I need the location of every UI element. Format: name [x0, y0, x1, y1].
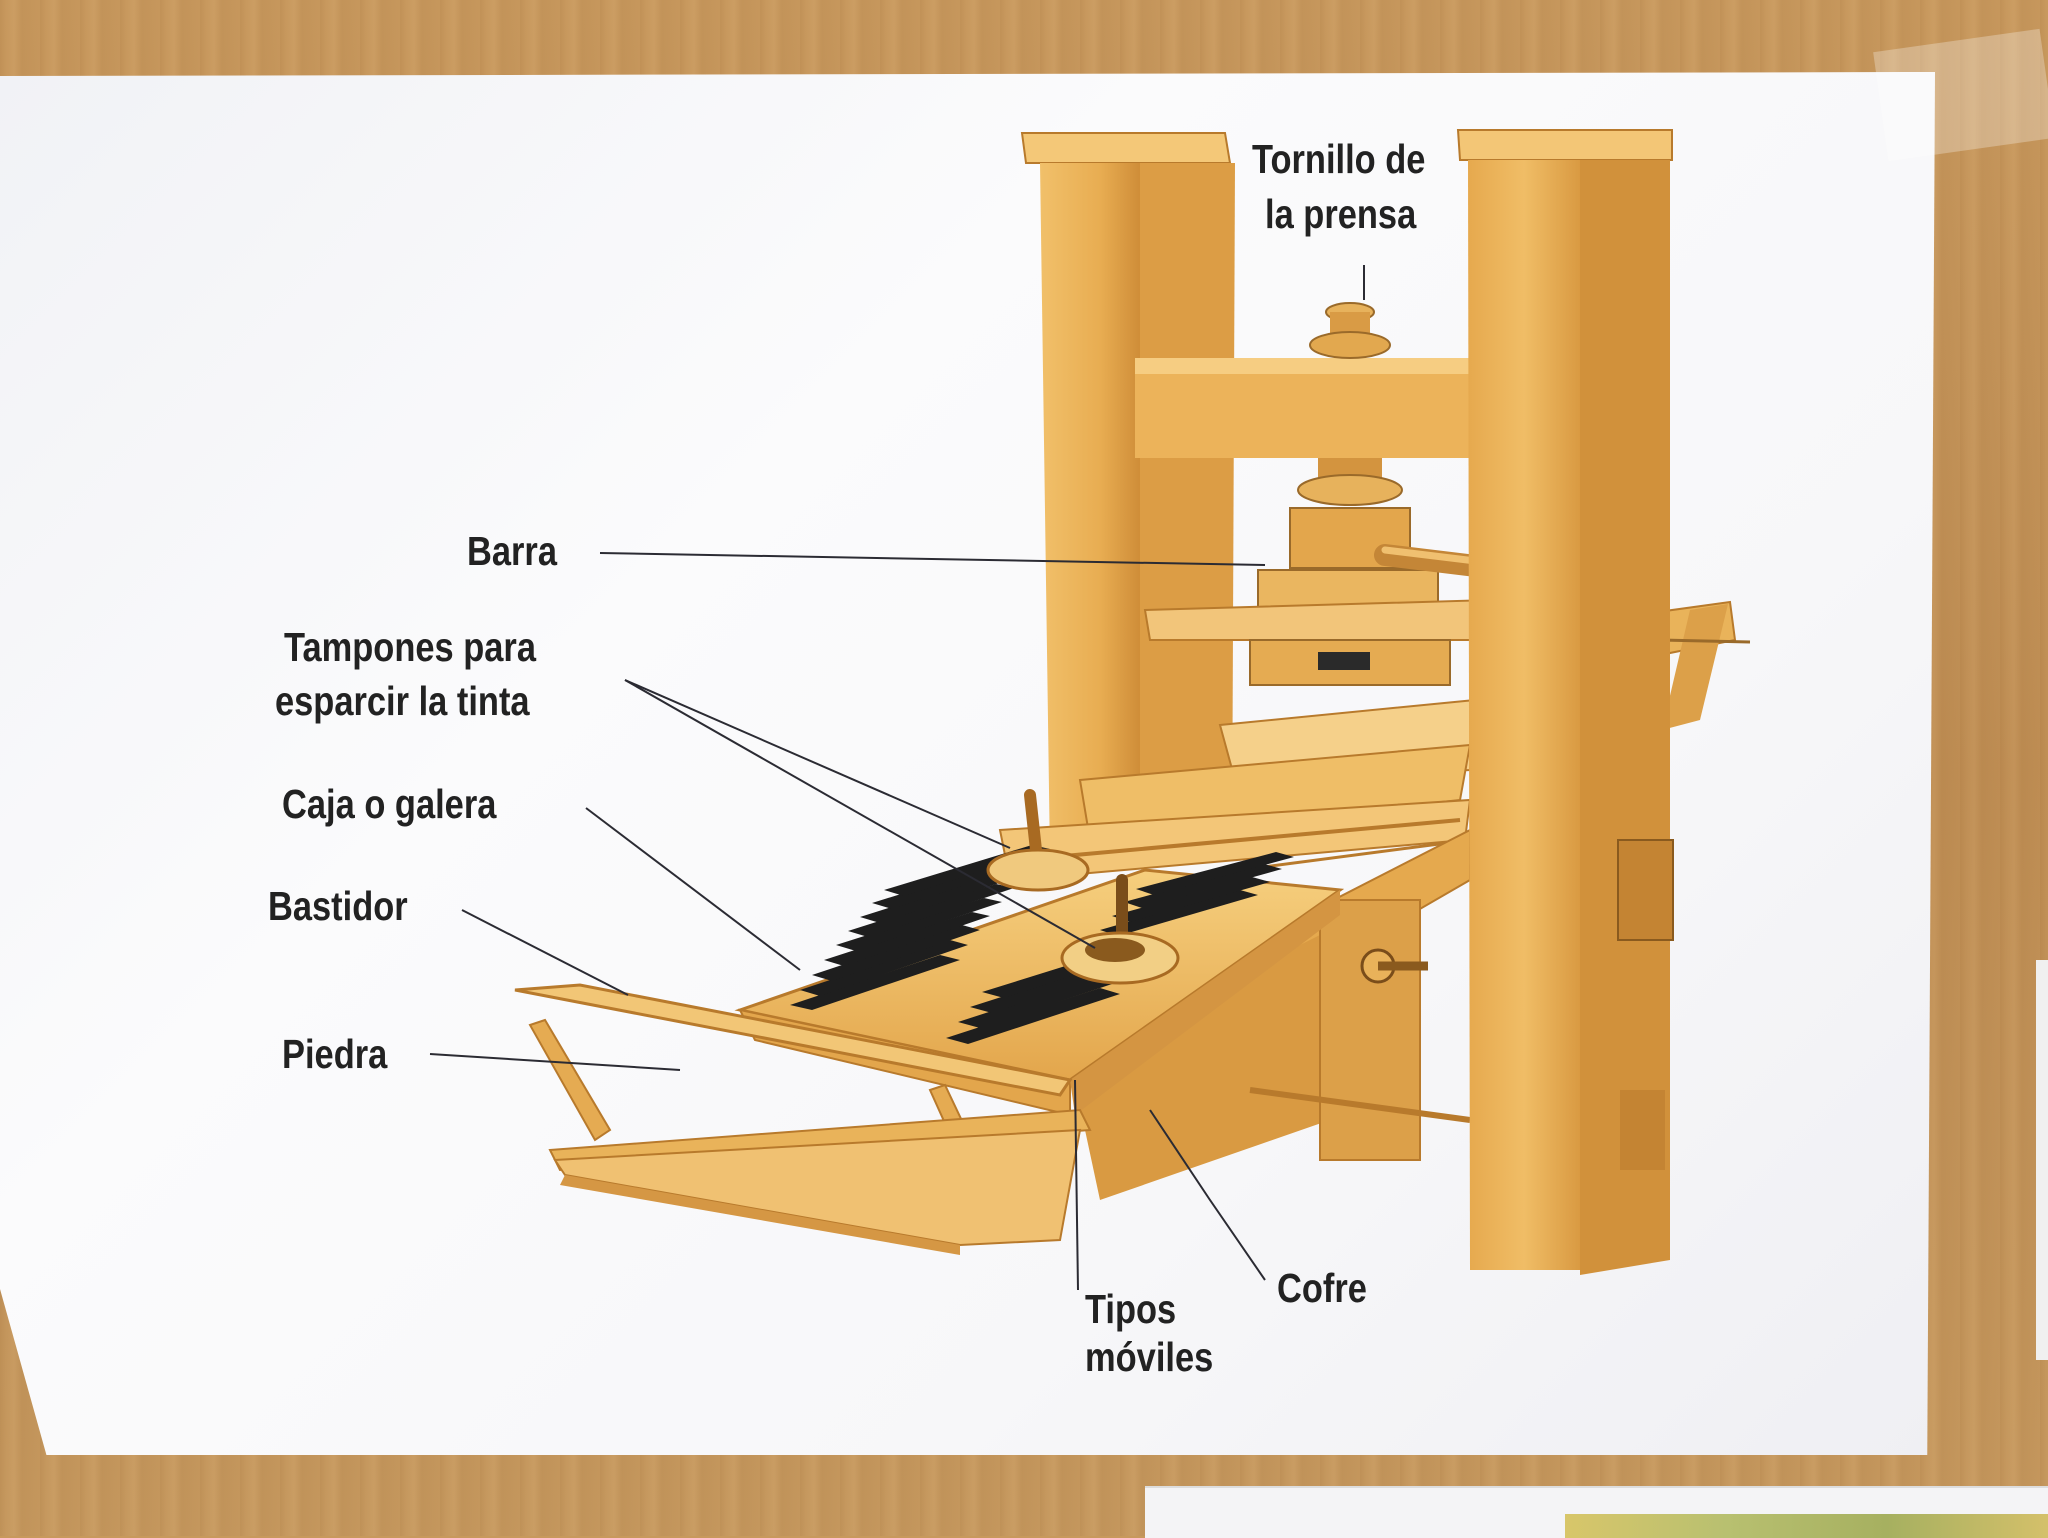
label-tampones-line1: Tampones para — [284, 624, 536, 670]
second-sheet-image-strip — [1565, 1514, 2048, 1538]
label-tornillo-line2: la prensa — [1265, 191, 1417, 237]
label-tipos-line1: Tipos — [1085, 1286, 1177, 1332]
label-piedra: Piedra — [282, 1031, 388, 1077]
second-sheet-edge — [1145, 1486, 2048, 1538]
leader-tipos — [1074, 1079, 1079, 1291]
adjacent-sheet-edge — [2036, 960, 2048, 1360]
leader-tampones-2 — [624, 679, 1096, 949]
label-cofre: Cofre — [1277, 1265, 1367, 1311]
label-tampones-line2: esparcir la tinta — [275, 678, 530, 724]
label-barra: Barra — [467, 528, 557, 574]
platen — [1143, 598, 1492, 686]
label-caja: Caja o galera — [282, 781, 497, 827]
leader-bastidor — [461, 909, 629, 996]
leader-barra — [599, 552, 1266, 566]
left-post — [1020, 132, 1235, 860]
leader-lines — [429, 265, 1365, 1291]
right-post — [1456, 129, 1674, 1275]
frisket-frame — [514, 983, 1092, 1255]
leader-tampones-1 — [624, 679, 1011, 849]
label-tornillo-line1: Tornillo de — [1252, 136, 1426, 182]
carriage-bed — [998, 698, 1477, 882]
crossbeam — [1135, 358, 1480, 458]
label-tipos-line2: móviles — [1085, 1334, 1214, 1380]
leader-piedra — [429, 1053, 681, 1071]
label-bastidor: Bastidor — [268, 883, 408, 929]
movable-type-rows — [790, 845, 1294, 1044]
leader-caja — [585, 807, 801, 971]
leader-cofre — [1149, 1109, 1266, 1281]
